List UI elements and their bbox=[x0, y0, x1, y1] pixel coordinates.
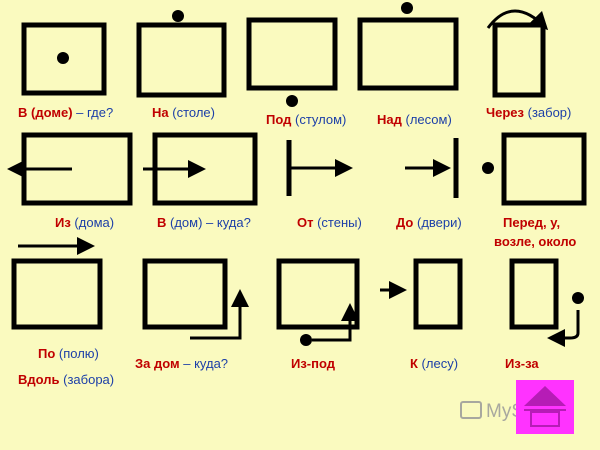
label-iz-za: Из-за bbox=[505, 356, 539, 371]
diagram-nad-lesom bbox=[357, 2, 459, 91]
label-ot-steny: От (стены) bbox=[297, 215, 362, 230]
diagram-ot-steny bbox=[286, 140, 353, 196]
label-iz-pod: Из-под bbox=[291, 356, 336, 371]
diagram-do-dveri bbox=[405, 138, 459, 198]
label-vdol-zabora: Вдоль (забора) bbox=[18, 372, 115, 387]
diagram-pod-stulom bbox=[246, 17, 338, 107]
diagram-cherez-zabor bbox=[486, 9, 549, 98]
home-nav-button[interactable] bbox=[516, 380, 574, 434]
label-iz-doma: Из (дома) bbox=[55, 215, 115, 230]
diagram-v-dom-kuda bbox=[143, 132, 258, 206]
label-k-lesu: К (лесу) bbox=[410, 356, 459, 371]
diagram-po-vdol bbox=[11, 237, 103, 330]
diagram-v-dome bbox=[21, 22, 107, 96]
label-v-dom-kuda: В (дом) – куда? bbox=[157, 215, 251, 230]
diagram-k-lesu bbox=[380, 258, 463, 330]
label-za-dom-kuda: За дом – куда? bbox=[135, 356, 229, 371]
diagram-pered bbox=[482, 132, 587, 206]
label-cherez-zabor: Через (забор) bbox=[486, 105, 572, 120]
label-po-polyu: По (полю) bbox=[38, 346, 99, 361]
diagram-iz-za bbox=[509, 258, 584, 347]
label-nad-lesom: Над (лесом) bbox=[377, 112, 452, 127]
presentation-icon bbox=[460, 401, 482, 419]
label-v-dome-gde: В (доме) – где? bbox=[18, 105, 114, 120]
diagram-iz-doma bbox=[7, 132, 133, 206]
label-na-stole: На (столе) bbox=[152, 105, 215, 120]
label-pered-line1: Перед, у, bbox=[503, 215, 561, 230]
label-do-dveri: До (двери) bbox=[396, 215, 462, 230]
diagram-na-stole bbox=[136, 10, 227, 98]
diagram-za-dom bbox=[142, 258, 249, 340]
label-pered-line2: возле, около bbox=[494, 234, 577, 249]
label-pod-stulom: Под (стулом) bbox=[266, 112, 347, 127]
diagram-iz-pod bbox=[276, 258, 360, 346]
home-triangle-icon bbox=[524, 386, 566, 427]
